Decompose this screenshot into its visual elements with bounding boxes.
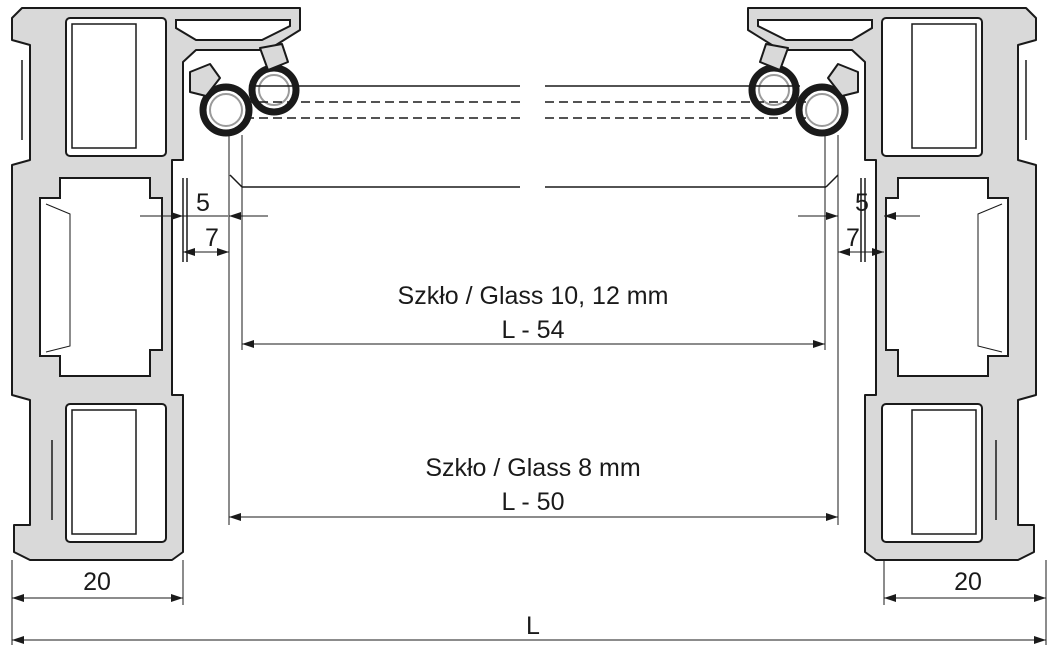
left-gap-5-label: 5 xyxy=(196,189,210,217)
left-profile-width-label: 20 xyxy=(83,568,111,596)
right-gap-7-label: 7 xyxy=(846,224,860,252)
right-gap-5-label: 5 xyxy=(855,189,869,217)
glass-dimensions xyxy=(229,340,838,521)
right-frame-profile xyxy=(748,8,1036,560)
total-length-label: L xyxy=(526,612,540,640)
glass-thin-label: Szkło / Glass 8 mm xyxy=(425,454,640,482)
right-profile-width-label: 20 xyxy=(954,568,982,596)
glass-thick-dimension: L - 54 xyxy=(501,316,564,344)
left-gap-7-label: 7 xyxy=(205,224,219,252)
left-frame-profile xyxy=(12,8,300,560)
gap-dimensions xyxy=(140,212,920,256)
glass-panes xyxy=(229,85,839,188)
glass-thin-dimension: L - 50 xyxy=(501,488,564,516)
bottom-dimensions xyxy=(12,594,1046,644)
glass-thick-label: Szkło / Glass 10, 12 mm xyxy=(398,282,669,310)
